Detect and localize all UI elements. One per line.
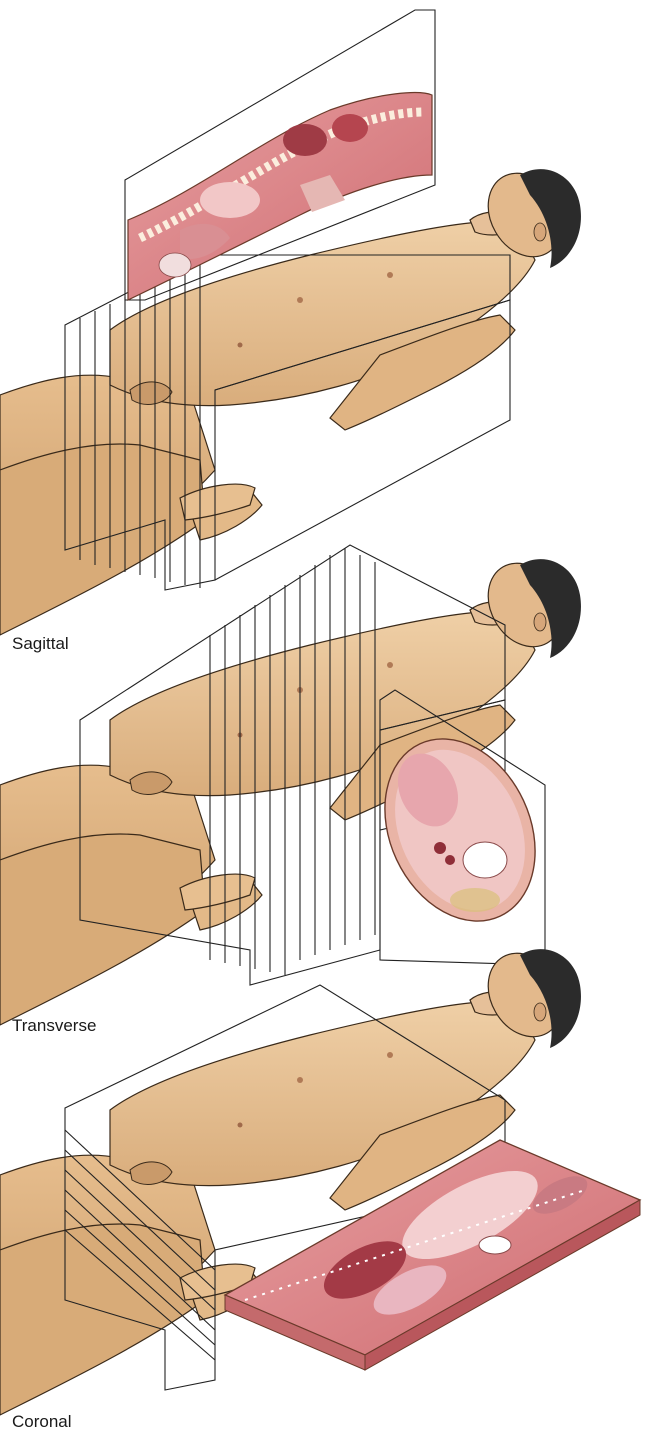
sagittal-label: Sagittal xyxy=(12,634,69,654)
transverse-panel xyxy=(0,545,581,1025)
transverse-label: Transverse xyxy=(12,1016,96,1036)
coronal-panel xyxy=(0,940,640,1415)
sagittal-panel xyxy=(0,10,581,635)
coronal-label: Coronal xyxy=(12,1412,72,1432)
